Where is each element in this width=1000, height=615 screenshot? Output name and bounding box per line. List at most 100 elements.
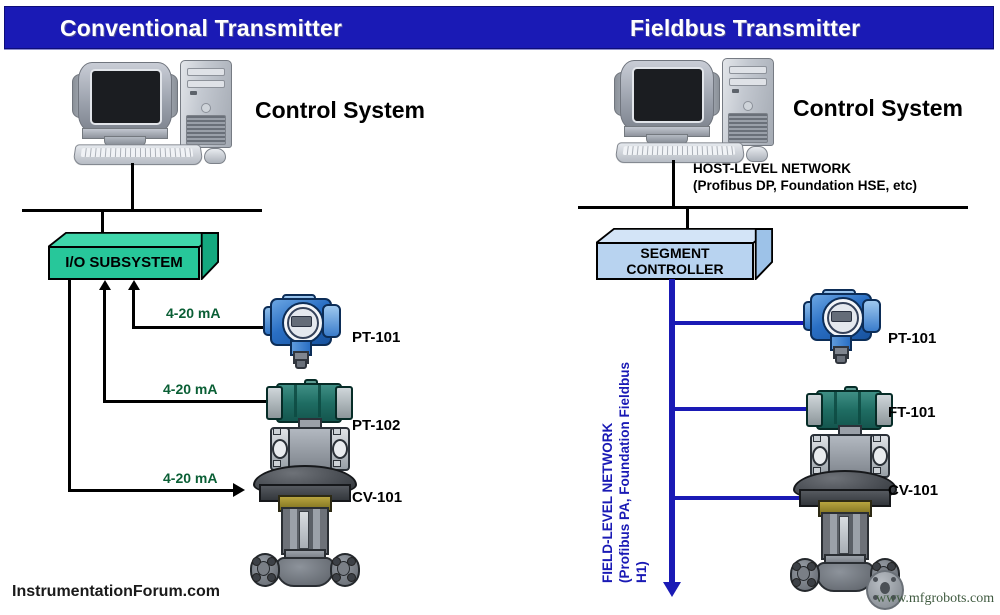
mouse-icon (204, 148, 226, 164)
fieldbus-trunk-line (669, 279, 675, 584)
segment-controller-box-side (754, 228, 773, 280)
valve-body-icon (276, 557, 334, 587)
field-network-label-line1: FIELD-LEVEL NETWORK (600, 422, 615, 583)
tower-vent-icon (186, 115, 226, 145)
valve-flange-bolt-icon (872, 562, 881, 571)
keyboard-icon (72, 144, 204, 166)
valve-flange-bolt-icon (332, 573, 341, 582)
segment-controller-label-line2: CONTROLLER (626, 261, 724, 277)
computer-drop-wire-left (131, 163, 134, 211)
io-subsystem-box: I/O SUBSYSTEM (48, 232, 219, 280)
control-system-computer-right (612, 58, 792, 164)
valve-flange-hub-icon (337, 561, 350, 576)
logo-bolt-icon (873, 595, 878, 600)
transmitter-process-connection-icon (835, 354, 847, 364)
io-subsystem-box-side (200, 232, 219, 280)
valve-flange-bolt-icon (267, 557, 276, 566)
monitor-screen-icon (632, 67, 704, 123)
cv101-signal-arrow (233, 483, 245, 497)
transmitter-housing-icon (816, 390, 882, 430)
mouse-icon (746, 146, 768, 162)
tower-drive-slot-icon (187, 68, 225, 76)
logo-bolt-icon (891, 577, 896, 582)
site-logo-icon (866, 570, 904, 610)
transmitter-end-cap-right-icon (335, 386, 353, 420)
control-system-label-right: Control System (793, 95, 963, 121)
device-pt101-left (262, 294, 341, 369)
flange-bolt-icon (273, 460, 281, 467)
segment-controller-label-line1: SEGMENT (640, 245, 710, 261)
computer-tower-icon (180, 60, 232, 148)
transmitter-end-cap-left-icon (266, 386, 283, 420)
fieldbus-trunk-arrow (663, 582, 681, 597)
pt102-signal-wire-vertical (103, 289, 106, 402)
pt102-signal-wire-horizontal (103, 400, 269, 403)
housing-seam-icon (834, 392, 837, 424)
control-network-bus-left (22, 209, 262, 212)
flange-bolt-icon (873, 435, 881, 442)
device-cv101-left (248, 465, 360, 587)
fieldbus-spur-cv101 (669, 496, 799, 500)
computer-tower-icon (722, 58, 774, 146)
valve-flange-bolt-icon (267, 573, 276, 582)
flange-port-right-icon (332, 439, 348, 459)
watermark-left: InstrumentationForum.com (12, 583, 221, 600)
device-tag-cv101-left: CV-101 (352, 489, 403, 506)
watermark-right: www.mfgrobots.com (876, 591, 995, 606)
device-pt102-left (266, 377, 353, 477)
housing-seam-icon (294, 385, 297, 417)
device-pt101-right (802, 289, 881, 364)
flange-port-right-icon (872, 446, 888, 466)
valve-flange-bolt-icon (332, 557, 341, 566)
field-network-label-line3: H1) (634, 561, 649, 583)
transmitter-end-cap-right-icon (875, 393, 893, 427)
left-panel-title: Conventional Transmitter (60, 15, 343, 41)
transmitter-display-window-icon (831, 311, 852, 322)
computer-drop-wire-right (672, 160, 675, 208)
field-network-label-line2: (Profibus PA, Foundation Fieldbus (617, 362, 632, 583)
valve-flange-bolt-icon (792, 562, 801, 571)
device-tag-pt101-left: PT-101 (352, 329, 401, 346)
signal-label-cv101: 4-20 mA (163, 470, 218, 486)
valve-flange-hub-icon (797, 566, 810, 581)
flange-port-left-icon (812, 446, 828, 466)
fieldbus-spur-pt101 (669, 321, 809, 325)
pt102-signal-arrow (99, 280, 111, 290)
tower-drive-slot-icon (729, 78, 767, 86)
valve-flange-bolt-icon (252, 557, 261, 566)
valve-stem-icon (299, 511, 309, 549)
header-banner: Conventional Transmitter Fieldbus Transm… (4, 6, 994, 49)
signal-label-pt101: 4-20 mA (166, 305, 221, 321)
transmitter-end-cap-left-icon (806, 393, 823, 427)
valve-flange-hub-icon (257, 561, 270, 576)
valve-flange-bolt-icon (807, 562, 816, 571)
flange-bolt-icon (813, 435, 821, 442)
io-subsystem-label: I/O SUBSYSTEM (48, 246, 200, 280)
cv101-signal-wire-vertical (68, 280, 71, 492)
valve-flange-bolt-icon (347, 573, 356, 582)
device-tag-pt102-left: PT-102 (352, 417, 401, 434)
host-network-label-line2: (Profibus DP, Foundation HSE, etc) (693, 178, 918, 193)
device-tag-pt101-right: PT-101 (888, 330, 937, 347)
valve-stem-icon (839, 516, 849, 554)
logo-center-dot-icon (880, 582, 890, 594)
transmitter-cap-right-icon (862, 299, 881, 333)
logo-bolt-icon (873, 577, 878, 582)
right-panel-title: Fieldbus Transmitter (630, 15, 861, 41)
valve-flange-bolt-icon (807, 578, 816, 587)
pt101-signal-wire-vertical (132, 289, 135, 329)
tower-vent-icon (728, 113, 768, 143)
device-ft101-right (806, 384, 893, 484)
cv101-signal-wire-horizontal (68, 489, 236, 492)
tower-power-button-icon (190, 91, 197, 95)
transmitter-cap-right-icon (322, 304, 341, 338)
io-subsystem-uplink-wire (101, 209, 104, 236)
flange-bolt-icon (333, 428, 341, 435)
valve-flange-bolt-icon (252, 573, 261, 582)
device-tag-ft101-right: FT-101 (888, 404, 936, 421)
pt101-signal-wire-horizontal (132, 326, 270, 329)
monitor-screen-icon (90, 69, 162, 125)
tower-power-button-icon (732, 89, 739, 93)
control-system-label-left: Control System (255, 97, 425, 123)
